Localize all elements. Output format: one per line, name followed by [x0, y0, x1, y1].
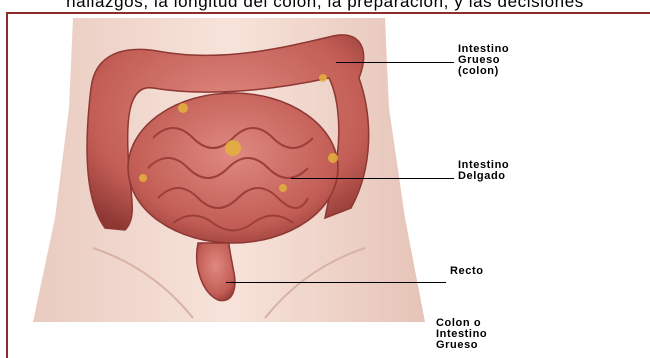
leader-line-large-intestine — [336, 62, 454, 63]
frame-border-left — [6, 12, 8, 358]
caption-colon: Colon o Intestino Grueso — [436, 318, 487, 351]
frame-border-top — [6, 12, 650, 14]
label-large-intestine: Intestino Grueso (colon) — [458, 44, 509, 77]
leader-line-small-intestine — [291, 178, 454, 179]
label-rectum: Recto — [450, 266, 484, 277]
label-small-intestine: Intestino Delgado — [458, 160, 509, 182]
small-intestine — [128, 93, 338, 243]
leader-line-rectum — [226, 282, 446, 283]
anatomy-illustration — [33, 18, 425, 322]
